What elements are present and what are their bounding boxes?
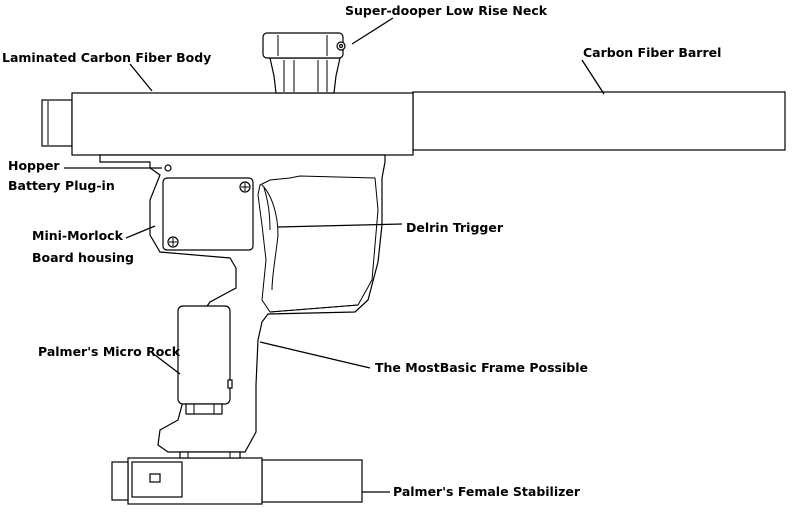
female-stabilizer: [111, 451, 363, 505]
delrin-trigger: [261, 184, 279, 291]
label-hopper-line1: Hopper: [8, 158, 60, 173]
label-stabilizer: Palmer's Female Stabilizer: [393, 484, 581, 499]
label-rock: Palmer's Micro Rock: [38, 344, 181, 359]
label-trigger: Delrin Trigger: [406, 220, 504, 235]
label-board-line2: Board housing: [32, 250, 134, 265]
label-body: Laminated Carbon Fiber Body: [2, 50, 211, 65]
label-barrel: Carbon Fiber Barrel: [583, 45, 721, 60]
label-board-line1: Mini-Morlock: [32, 228, 124, 243]
label-hopper-line2: Battery Plug-in: [8, 178, 115, 193]
low-rise-neck: [262, 32, 346, 94]
leader-trigger: [277, 223, 403, 228]
leader-barrel: [581, 59, 605, 95]
labels: Super-dooper Low Rise Neck Laminated Car…: [2, 3, 721, 499]
leader-rock: [154, 354, 181, 375]
leader-lines: [64, 17, 605, 493]
label-frame: The MostBasic Frame Possible: [375, 360, 588, 375]
micro-rock-regulator: [177, 305, 233, 415]
leader-neck: [351, 17, 394, 45]
carbon-fiber-barrel: [412, 91, 786, 151]
body-back-cap: [41, 99, 73, 147]
leader-body: [129, 63, 153, 92]
leader-board: [125, 225, 156, 239]
leader-frame: [259, 341, 371, 369]
label-neck: Super-dooper Low Rise Neck: [345, 3, 548, 18]
laminated-body: [71, 92, 414, 156]
board-housing-plate: [162, 177, 254, 251]
